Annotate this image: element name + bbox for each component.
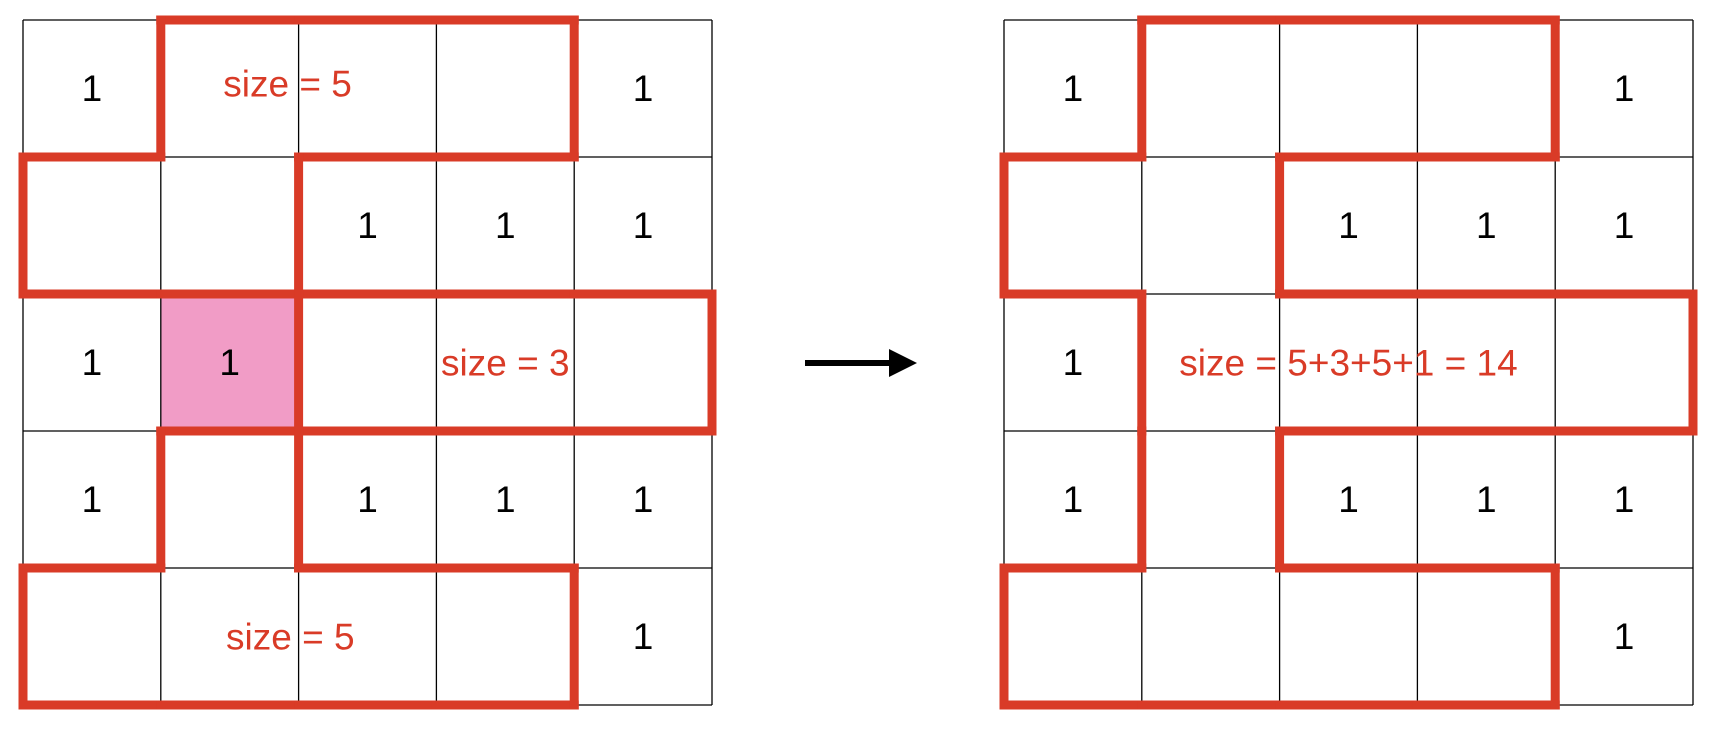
cell-value-r1c2: 1	[357, 205, 378, 246]
grid-drawing-layer	[18, 15, 717, 710]
cell-value-r2c0: 1	[1062, 342, 1084, 383]
island-size-label: size = 3	[441, 342, 570, 383]
arrow-right-icon	[805, 349, 917, 377]
island-size-label: size = 5+3+5+1 = 14	[1179, 342, 1518, 383]
grid-drawing-layer	[999, 15, 1698, 710]
cell-value-r3c0: 1	[81, 479, 103, 520]
cell-value-r3c4: 1	[1613, 479, 1635, 520]
cell-value-r1c4: 1	[632, 205, 654, 246]
grid-after: 1 1 1 1 1 1 1 1 1 1 1 size = 5+3+5+1 = 14	[999, 15, 1698, 710]
island-size-label: size = 5	[223, 63, 352, 105]
cell-value-r3c3: 1	[1476, 479, 1497, 520]
cell-value-r0c0: 1	[81, 68, 103, 109]
cell-value-r0c4: 1	[632, 68, 654, 109]
cell-value-r0c0: 1	[1062, 68, 1084, 109]
cell-value-r3c4: 1	[632, 479, 654, 520]
cell-value-r2c0: 1	[81, 342, 103, 383]
cell-value-r1c4: 1	[1613, 205, 1635, 246]
grid-before: 1 1 1 1 1 1 1 1 1 1 1 1 size = 5 size = 3 size = 5	[18, 15, 717, 710]
cell-value-r1c3: 1	[1476, 205, 1497, 246]
cell-value-r3c3: 1	[495, 479, 516, 520]
cell-value-r4c4: 1	[632, 616, 654, 657]
cell-value-r1c3: 1	[495, 205, 516, 246]
island-size-label: size = 5	[226, 616, 355, 657]
cell-value-r3c2: 1	[357, 479, 378, 520]
cell-value-r0c4: 1	[1613, 68, 1635, 109]
cell-value-r2c1: 1	[219, 342, 240, 383]
cell-value-r1c2: 1	[1338, 205, 1359, 246]
cell-value-r3c2: 1	[1338, 479, 1359, 520]
highlighted-cell	[160, 294, 299, 431]
cell-value-r4c4: 1	[1613, 616, 1635, 657]
cell-value-r3c0: 1	[1062, 479, 1084, 520]
